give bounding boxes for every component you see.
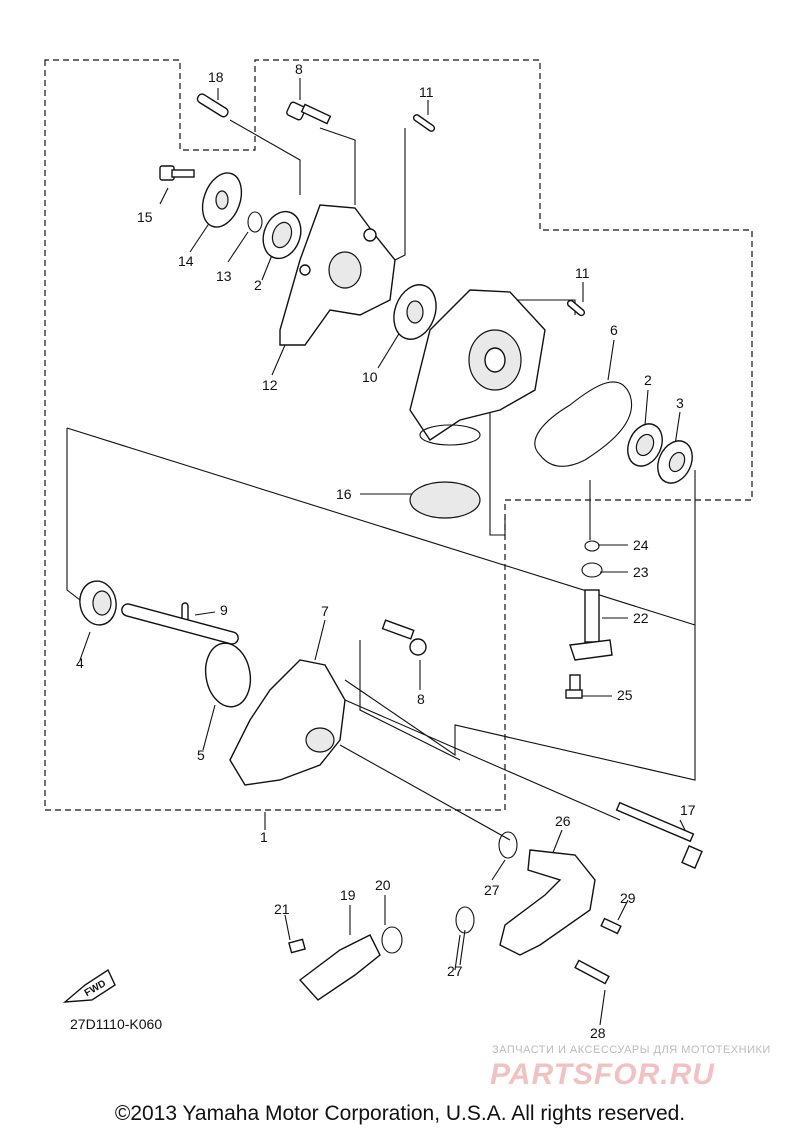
- oring-20: [381, 926, 403, 954]
- part-number: 23: [633, 564, 649, 580]
- part-number-labels: 18 8 11 15 14 13 2 12 10 11 6 2 3 16 24 …: [76, 61, 696, 1041]
- bolt-29: [600, 917, 622, 935]
- joint-19: [298, 934, 381, 1001]
- part-number: 6: [610, 322, 618, 338]
- bearing-2-upper: [262, 210, 302, 260]
- dowel-pin-18: [196, 93, 229, 118]
- part-number: 2: [254, 277, 262, 293]
- pipe-26: [499, 849, 596, 956]
- part-number: 11: [419, 84, 434, 100]
- oring-27-upper: [498, 831, 518, 859]
- part-number: 26: [555, 813, 571, 829]
- impeller-shaft-5: [121, 603, 252, 708]
- part-number: 12: [262, 377, 278, 393]
- part-number: 28: [590, 1025, 606, 1041]
- part-number: 9: [220, 602, 228, 618]
- gasket-6: [534, 381, 633, 467]
- part-number: 10: [362, 369, 378, 385]
- bolt-25: [565, 674, 583, 699]
- part-number: 5: [197, 747, 205, 763]
- oring-27-lower: [455, 906, 475, 934]
- part-number: 16: [336, 486, 352, 502]
- shaft-22: [569, 589, 613, 661]
- fwd-arrow-icon: FWD: [62, 968, 116, 1003]
- impeller-10: [393, 284, 437, 340]
- watermark-text: ЗАПЧАСТИ И АКСЕССУАРЫ ДЛЯ МОТОТЕХНИКИ: [492, 1044, 771, 1056]
- cover-housing: [409, 289, 546, 441]
- watermark-logo: PARTSFOR.RU: [490, 1058, 715, 1091]
- part-number: 14: [178, 253, 194, 269]
- part-number: 17: [680, 802, 696, 818]
- pin-11-upper: [412, 114, 436, 132]
- part-number: 27: [447, 963, 463, 979]
- part-number: 27: [484, 882, 500, 898]
- bolt-15: [159, 165, 195, 181]
- bolt-8-upper: [286, 101, 332, 125]
- seal-4: [79, 580, 117, 626]
- part-number: 8: [417, 691, 425, 707]
- part-number: 1: [260, 829, 268, 845]
- drawing-code: 27D1110-K060: [70, 1016, 163, 1032]
- copyright-notice: ©2013 Yamaha Motor Corporation, U.S.A. A…: [114, 1102, 686, 1125]
- part-number: 3: [676, 395, 684, 411]
- housing-12: [279, 204, 396, 346]
- pump-cover-7: [229, 659, 346, 786]
- part-number: 24: [633, 537, 649, 553]
- bolt-28: [574, 959, 610, 985]
- part-number: 18: [208, 69, 224, 85]
- assembly-boundary-upper: [44, 59, 753, 811]
- part-number: 29: [620, 890, 636, 906]
- part-number: 25: [617, 687, 633, 703]
- part-number: 19: [340, 887, 356, 903]
- bolt-21: [288, 938, 306, 954]
- part-number: 4: [76, 655, 84, 671]
- part-number: 7: [321, 603, 329, 619]
- gear-14: [201, 172, 243, 228]
- bolt-17: [615, 801, 703, 869]
- bolt-8-lower: [381, 619, 427, 656]
- part-number: 20: [375, 877, 391, 893]
- seal-3: [657, 440, 693, 484]
- part-number: 21: [274, 901, 290, 917]
- part-number: 22: [633, 610, 649, 626]
- part-number: 13: [216, 268, 232, 284]
- part-number: 11: [575, 265, 590, 281]
- part-number: 2: [644, 372, 652, 388]
- strainer-16: [409, 424, 481, 519]
- oring-24: [584, 540, 600, 552]
- circlip-13: [247, 211, 263, 233]
- bearing-2-lower: [627, 423, 663, 467]
- part-number: 15: [137, 209, 153, 225]
- pin-11-lower: [566, 299, 586, 317]
- part-number: 8: [295, 61, 303, 77]
- oring-23: [581, 562, 603, 578]
